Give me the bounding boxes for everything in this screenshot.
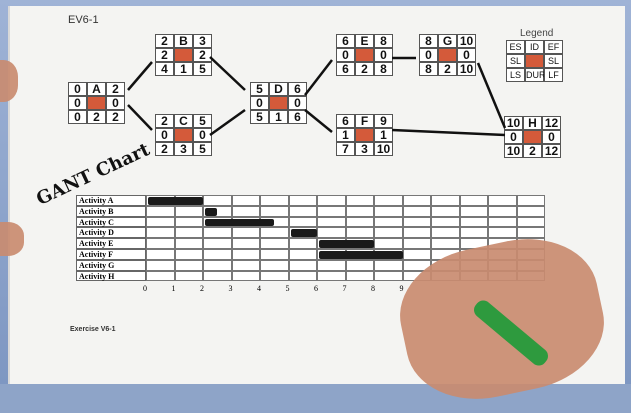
finger-left-bottom (0, 222, 24, 256)
video-frame: EV6-1 Legend ESIDEFSLSLLSDURLF 0A2000222… (0, 0, 631, 384)
